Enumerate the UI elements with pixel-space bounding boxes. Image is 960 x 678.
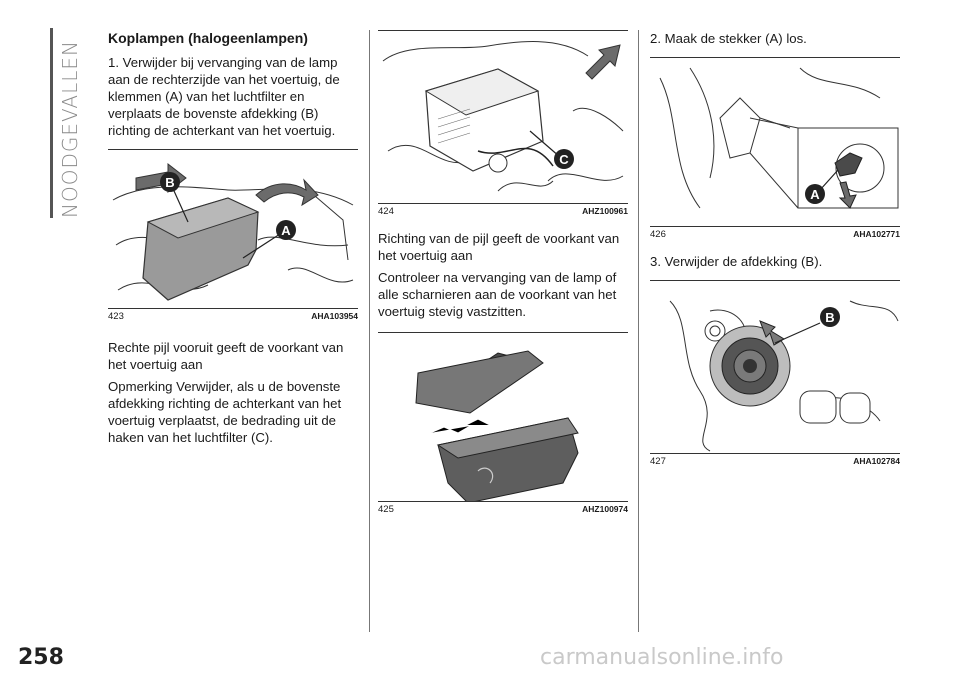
column-1: Koplampen (halogeenlampen) 1. Verwijder … [108,30,358,451]
page-number: 258 [18,645,64,670]
figure-number: 423 [108,311,124,322]
callout-c [554,149,574,169]
callout-a-label: A [810,187,820,202]
watermark: carmanualsonline.info [540,645,784,670]
figure-caption: 426 AHA102771 [650,229,900,243]
side-tab-bar [50,28,53,218]
figure-427: B [650,280,900,454]
figure-code: AHA103954 [311,311,358,321]
figure-code: AHZ100974 [582,504,628,514]
section-title: NOODGEVALLEN [58,40,82,218]
figure-423: B A [108,149,358,309]
column-divider [369,30,370,632]
section-heading: Koplampen (halogeenlampen) [108,30,308,46]
note-front-arrow: Richting van de pijl geeft de voorkant v… [378,231,620,263]
callout-a-label: A [281,223,291,238]
column-2: C 424 AHZ100961 Richting van de pijl gee… [378,30,628,518]
figure-number: 424 [378,206,394,217]
callout-c-label: C [559,152,569,167]
callout-b-label: B [825,310,834,325]
note-hinges: Controleer na vervanging van de lamp of … [378,270,617,319]
callout-b [820,307,840,327]
figure-number: 425 [378,504,394,515]
figure-caption: 427 AHA102784 [650,456,900,470]
figure-number: 427 [650,456,666,467]
step-2-text: 2. Maak de stekker (A) los. [650,31,807,46]
step-3-text: 3. Verwijder de afdekking (B). [650,254,823,269]
figure-424: C [378,30,628,204]
figure-number: 426 [650,229,666,240]
callout-b [160,172,180,192]
figure-caption: 425 AHZ100974 [378,504,628,518]
callout-b-label: B [165,175,174,190]
figure-code: AHA102784 [853,456,900,466]
figure-caption: 424 AHZ100961 [378,206,628,220]
callout-a [276,220,296,240]
figure-code: AHA102771 [853,229,900,239]
note-front-arrow: Rechte pijl vooruit geeft de voorkant va… [108,340,344,372]
section-side-tab: NOODGEVALLEN [50,28,86,218]
air-filter-clamp-illustration: B A [112,162,354,301]
figure-425 [378,332,628,502]
figure-caption: 423 AHA103954 [108,311,358,325]
air-filter-wiring-illustration: C [382,41,624,192]
column-3: 2. Maak de stekker (A) los. A 426 AHA102… [650,30,900,470]
step-1-text: 1. Verwijder bij vervanging van de lamp … [108,55,340,138]
air-filter-box-illustration [415,350,579,501]
figure-code: AHZ100961 [582,206,628,216]
figure-426: A [650,57,900,227]
callout-a [805,184,825,204]
headlamp-connector-illustration: A [659,67,899,209]
column-divider [638,30,639,632]
note-wiring: Opmerking Verwijder, als u de bovenste a… [108,379,342,445]
headlamp-cover-illustration: B [669,300,899,452]
